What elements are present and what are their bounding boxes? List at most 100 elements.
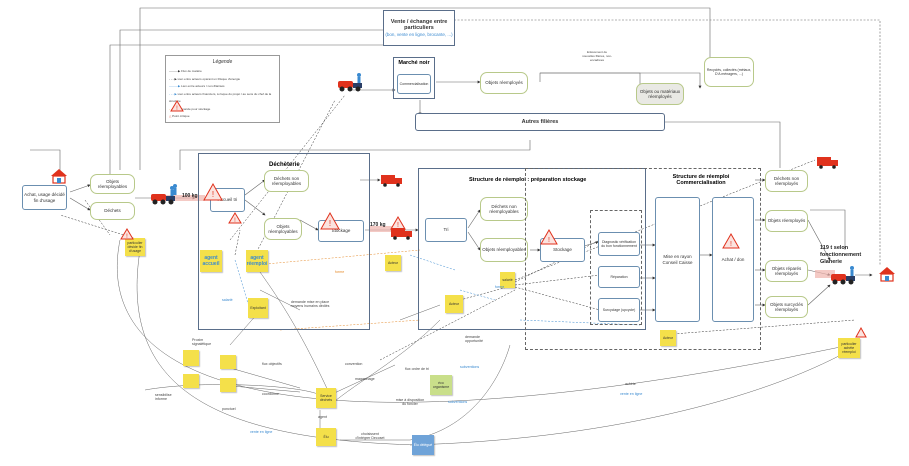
warning-icon: ! [228,212,242,224]
svg-text:!: ! [730,241,732,248]
svg-text:!: ! [212,190,214,199]
elu-delegue-sticky: Élu délégué [412,435,434,455]
eco-organisme-sticky: éco organisme [430,375,452,395]
gray-objets-box: Objets ou matériaux réemployés [636,83,684,105]
vente-title: Vente / échange entre particuliers [390,19,448,32]
label-demande-opportunites: demande opportunité [465,335,483,343]
left-objets-box: Objets réemployables [90,174,135,194]
svg-text:!: ! [329,219,331,228]
label-forme: forme [495,285,505,289]
label-coordonne: coordonne [262,392,279,396]
house-icon [51,169,67,184]
legend-item: - - - ▶ Demande pour stockage [169,106,211,111]
or-box-decheterie: Objets réemployables [264,218,302,240]
prep-process-frame [590,210,642,325]
bottom-sticky-1 [220,355,236,369]
prep-title: Structure de réemploi : préparation stoc… [469,177,587,183]
truck-icon [391,228,412,240]
flow-100-label: 100 kg [182,193,198,199]
car-trailer-icon [338,73,362,92]
top-note: Enlèvement de nouvelles filières, non-en… [582,50,612,62]
label-flux-ordre: flux ordre de tri [405,367,429,371]
decheterie-frame: Déchèterie [198,153,370,330]
car-trailer-icon [831,266,855,285]
vente-sub: (bon, vente en ligne, brocante, ...) [385,31,453,37]
dnr-box-decheterie: Déchets non réemployables [264,170,309,192]
proxim-sticky [183,350,199,366]
achat-don-box: Achat / don [712,197,754,322]
svg-text:!: ! [397,222,399,229]
truck-icon [817,157,838,169]
legend-item: - - - ▶ Lien entre acteurs opérant un Ri… [169,76,241,81]
legend-item: ———▶ Flux de matière [169,69,202,73]
recycles-box: Recyclés, collectés (métaux, D'A ménager… [704,57,754,87]
label-salarie-blue: salarié [222,298,233,302]
warning-icon: ! [120,228,134,240]
or-box-prep: Objets réemployables [480,238,528,262]
marche-noir-frame: Marché noir Commercialisation [393,57,435,99]
marche-noir-objets: Objets réemployés [480,72,528,94]
label-magasinage: magasinage [355,377,375,381]
label-subventions: subventions [448,400,468,404]
diagnostic-box: Diagnostic vérification du bon fonctionn… [598,232,640,256]
label-agent: agent [318,415,327,419]
svg-text:!: ! [548,237,550,244]
service-dechets-sticky: Service déchets [316,388,336,408]
label-ponctuel: ponctuel [222,407,236,411]
elu-sticky: Élu [316,428,336,446]
loop-top-4 [109,44,395,175]
label-proxim: Proxim signalétique [192,338,212,346]
salarie-sticky: salarié [500,272,515,288]
label-sensibilise: sensibilise informe [155,393,172,401]
person-icon [173,184,177,195]
decheterie-title: Déchèterie [269,162,300,168]
svg-text:!: ! [126,234,128,240]
particulier-achete-sticky: particulier achète réemploi [838,338,860,358]
truck-icon [381,175,402,187]
warning-icon [855,327,867,338]
stickynote-mid: Acteur [385,255,401,271]
vente-echange-box: Vente / échange entre particuliers (bon,… [383,10,455,46]
agent-reemploi-sticky: agent réemploi [246,250,268,272]
warning-icon: ! [203,183,223,201]
surcyclage-box: Surcyclage (upcycle) [598,298,640,322]
left-dechets-box: Déchets [90,202,135,220]
bottom-sticky-3 [183,374,199,388]
label-convention: convention [345,362,363,366]
svg-text:!: ! [234,218,236,224]
flow-170-label: 170 kg [370,222,386,228]
comm-repares-box: Objets réparés réemployés [765,260,808,282]
dashed-link-1 [229,94,346,241]
label-vente-ligne: vente en ligne [250,430,273,434]
comm-dnr-box: Déchets non réemployés [765,170,808,192]
comm-frame: Structure de réemploi Commercialisation [525,168,761,350]
flow-119-label: 119 t selon fonctionnement Glanerie [820,245,862,265]
warning-icon: ! [722,233,740,249]
dnr-box-prep: Déchets non réemployables [480,197,528,221]
car-trailer-icon [151,186,175,205]
marche-noir-commercialisation: Commercialisation [397,74,431,94]
label-subventions-2: subventions [460,365,480,369]
loop-top-2 [119,28,396,170]
comm-or-box: Objets réemployés [765,210,808,232]
mise-en-rayon-box: Mise en rayon Conseil Caisse [655,197,700,322]
legend-panel: Légende ———▶ Flux de matière - - - ▶ Lie… [165,55,280,123]
comm-surcycles-box: Objets surcyclés réemployés [765,296,808,318]
legend-item: ———▶ Lien entre acteurs / non-filiarisés [169,84,225,88]
warning-icon: ! [170,100,184,112]
loop-top-3 [440,19,881,265]
legend-item: △ Point critique [169,114,190,118]
loop-top-1 [139,7,711,170]
legend-title: Légende [212,59,233,65]
warning-icon: ! [540,229,558,245]
label-choisissent: choisissent d'intégrer Decoset [355,432,385,440]
label-forme-orange: forme [335,270,345,274]
label-achete: achète [625,382,636,386]
reparation-box: Réparation [598,266,640,288]
label-mise-dispo: mise à disposition du foncier [395,398,425,406]
legend-item: - - - ▶ Lien entre acteurs financiers, à… [169,91,272,104]
label-demande-personnel: demande mise en place moyens humains déd… [290,300,330,308]
bottom-sticky-2 [220,378,236,392]
marche-noir-title: Marché noir [398,60,430,66]
comm-sticky: Acteur [660,330,676,346]
